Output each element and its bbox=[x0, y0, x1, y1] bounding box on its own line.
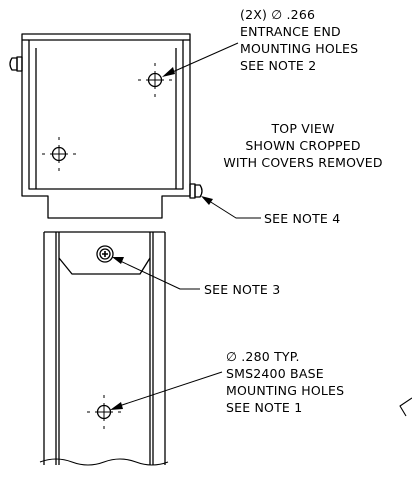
box-inner-return bbox=[35, 48, 177, 189]
entrance-holes-note: (2X) ∅ .266 ENTRANCE END MOUNTING HOLES … bbox=[240, 6, 358, 74]
entrance-hole-upper bbox=[138, 63, 172, 97]
top-view-note-line1: TOP VIEW bbox=[271, 121, 335, 136]
screw-left bbox=[9, 56, 23, 72]
crossbar-screw bbox=[96, 245, 114, 263]
base-holes-note: ∅ .280 TYP. SMS2400 BASE MOUNTING HOLES … bbox=[226, 348, 344, 416]
leader-note4 bbox=[205, 198, 261, 219]
base-holes-note-line1: ∅ .280 TYP. bbox=[226, 349, 300, 364]
screw-right bbox=[189, 183, 203, 199]
arrowhead-note4 bbox=[201, 196, 213, 205]
top-view-note-line3: WITH COVERS REMOVED bbox=[223, 155, 383, 170]
leader-entrance-holes bbox=[167, 42, 239, 75]
arrowhead-base-holes bbox=[110, 402, 123, 410]
leader-note3 bbox=[115, 258, 200, 290]
base-holes-note-line3: MOUNTING HOLES bbox=[226, 383, 345, 398]
base-holes-note-line4: SEE NOTE 1 bbox=[226, 400, 303, 415]
entrance-holes-note-line4: SEE NOTE 2 bbox=[240, 58, 317, 73]
see-note-4-label: SEE NOTE 4 bbox=[264, 211, 341, 226]
box-inner-outline bbox=[28, 39, 184, 190]
entrance-box bbox=[21, 33, 191, 219]
arrowhead-note3 bbox=[112, 257, 124, 264]
entrance-holes-note-line1: (2X) ∅ .266 bbox=[240, 7, 316, 22]
adjacent-part-fragment bbox=[399, 397, 412, 417]
arrowhead-entrance-holes bbox=[162, 67, 175, 77]
channel-break-line bbox=[39, 458, 169, 466]
top-view-note-line2: SHOWN CROPPED bbox=[245, 138, 361, 153]
see-note-3-label: SEE NOTE 3 bbox=[204, 282, 281, 297]
entrance-holes-note-line2: ENTRANCE END bbox=[240, 24, 341, 39]
top-view-note: TOP VIEW SHOWN CROPPED WITH COVERS REMOV… bbox=[198, 120, 408, 171]
entrance-holes-note-line3: MOUNTING HOLES bbox=[240, 41, 359, 56]
box-outer-outline bbox=[21, 33, 191, 219]
base-holes-note-line2: SMS2400 BASE bbox=[226, 366, 324, 381]
base-hole bbox=[87, 395, 121, 429]
entrance-hole-lower bbox=[42, 137, 76, 171]
leader-base-holes bbox=[115, 371, 223, 408]
channel-crossbar bbox=[58, 257, 151, 275]
base-channel bbox=[39, 231, 169, 466]
